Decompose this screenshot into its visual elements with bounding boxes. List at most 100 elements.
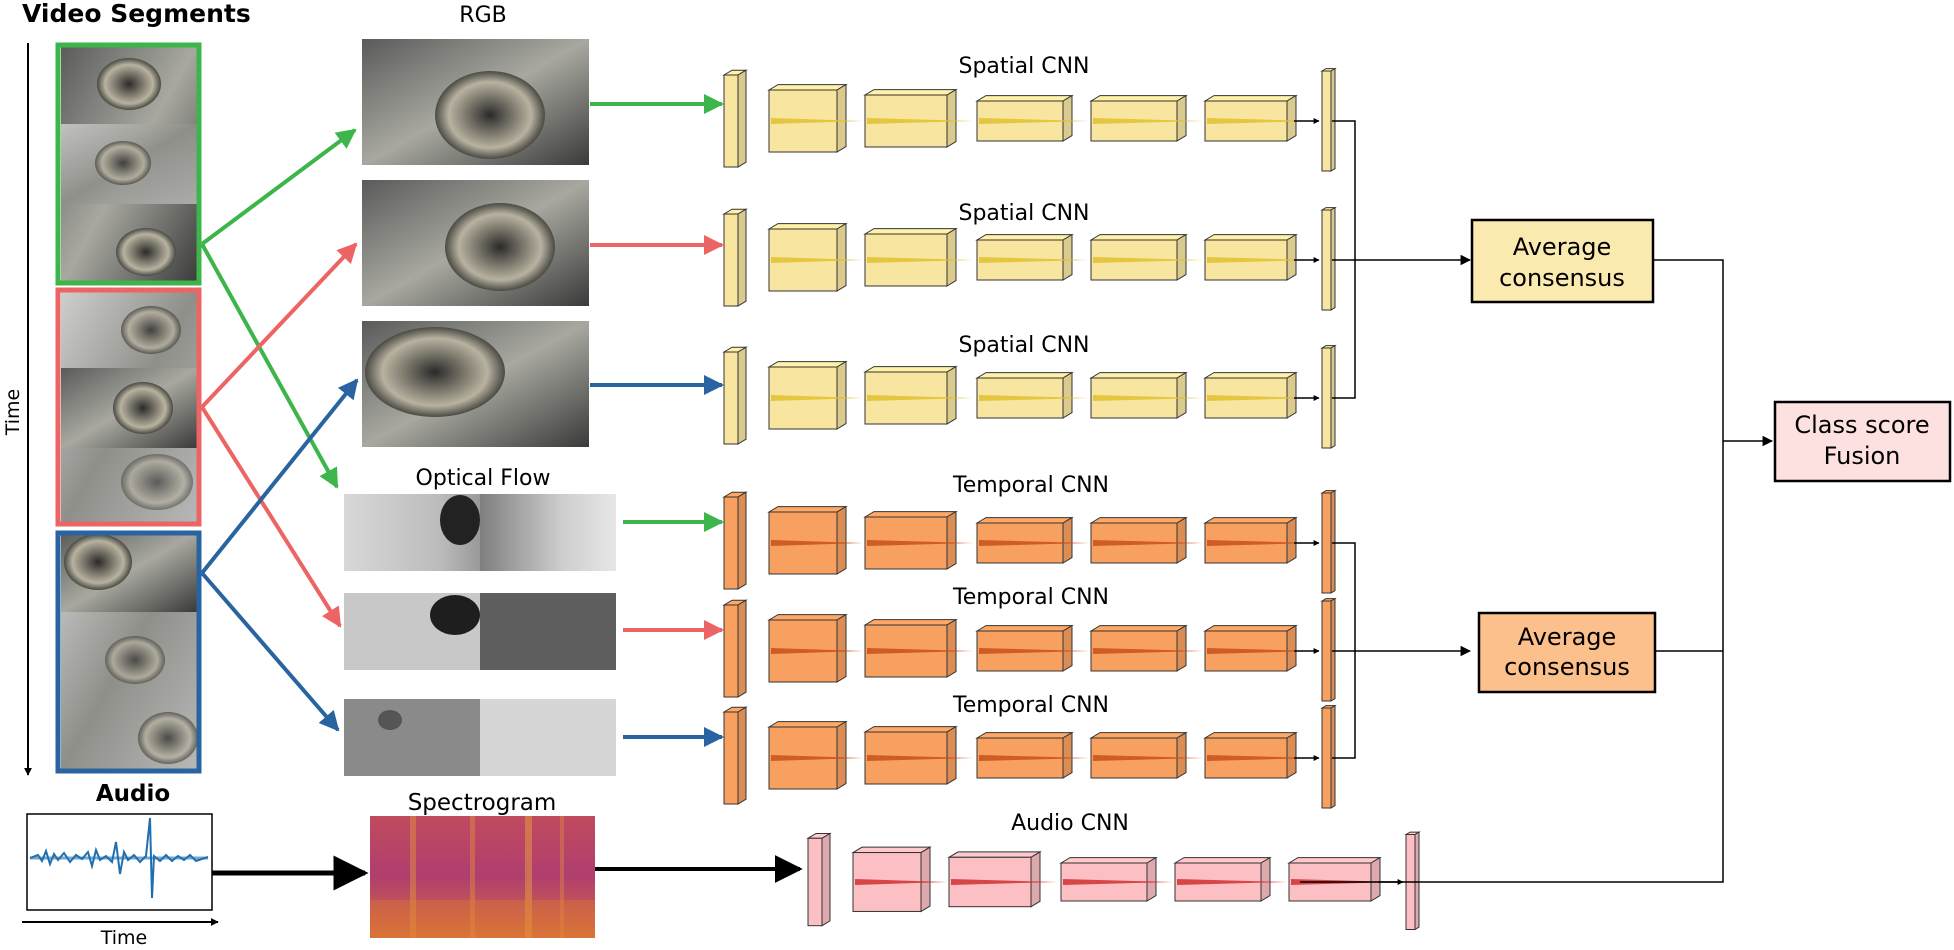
- cnn-fc-slab: [1320, 489, 1337, 594]
- cnn-layer: [1287, 856, 1382, 902]
- segment-arrows: [200, 128, 359, 732]
- temporal-consensus-box: [1477, 611, 1657, 694]
- rgb-label: RGB: [459, 3, 506, 28]
- cnn-layer: [975, 94, 1074, 142]
- segment-box-red: [55, 287, 202, 527]
- cnn-kernel: [1207, 755, 1313, 761]
- temporal-cnn-stack-2: [722, 597, 1337, 702]
- temporal-cnn-label-2: Temporal CNN: [952, 585, 1109, 610]
- cnn-layer: [1203, 624, 1298, 672]
- cnn-kernel: [1207, 395, 1313, 401]
- audio-title: Audio: [96, 781, 170, 807]
- cnn-input-slab: [722, 706, 748, 805]
- optical-flow-frame-2: [344, 593, 616, 670]
- cnn-kernel: [1093, 540, 1203, 546]
- cnn-layer: [767, 720, 848, 790]
- video-segments-title: Video Segments: [22, 0, 251, 28]
- optical-flow-frame-3: [344, 699, 616, 776]
- cnn-input-slab: [722, 69, 748, 168]
- time-axis-horizontal-label: Time: [100, 927, 148, 949]
- cnn-fc-slab: [1320, 704, 1337, 809]
- cnn-kernel: [979, 395, 1089, 401]
- cnn-kernel: [867, 540, 973, 546]
- cnn-layer: [767, 613, 848, 683]
- time-axis-vertical-label: Time: [2, 389, 24, 437]
- cnn-kernel: [951, 879, 1057, 885]
- cnn-kernel: [979, 540, 1089, 546]
- cnn-input-slab: [722, 346, 748, 445]
- cnn-kernel: [1177, 879, 1287, 885]
- cnn-kernel: [1093, 755, 1203, 761]
- cnn-layer: [975, 516, 1074, 564]
- spectrogram-image: [370, 816, 595, 938]
- cnn-layer: [767, 222, 848, 292]
- cnn-kernel: [979, 648, 1089, 654]
- cnn-layer: [975, 233, 1074, 281]
- cnn-layer: [767, 505, 848, 575]
- cnn-kernel: [771, 540, 863, 546]
- cnn-layer: [1059, 856, 1158, 902]
- temporal-cnn-label-1: Temporal CNN: [952, 473, 1109, 498]
- cnn-kernel: [1093, 395, 1203, 401]
- cnn-kernel: [867, 755, 973, 761]
- cnn-fc-slab: [1320, 67, 1337, 172]
- spatial-consensus-connectors: [1332, 120, 1472, 399]
- audio-cnn-label: Audio CNN: [1011, 811, 1129, 836]
- cnn-layer: [947, 851, 1042, 908]
- cnn-layer: [1203, 94, 1298, 142]
- cnn-kernel: [1093, 257, 1203, 263]
- cnn-fc-slab: [1320, 206, 1337, 311]
- temporal-cnn-stack-1: [722, 489, 1337, 594]
- cnn-layer: [1089, 731, 1188, 779]
- cnn-kernel: [979, 118, 1089, 124]
- audio-cnn-stack: [806, 831, 1421, 931]
- cnn-kernel: [771, 257, 863, 263]
- cnn-kernel: [1207, 118, 1313, 124]
- cnn-layer: [767, 360, 848, 430]
- temporal-cnn-label-3: Temporal CNN: [952, 693, 1109, 718]
- segment-box-blue: [55, 530, 202, 774]
- cnn-fc-slab: [1320, 597, 1337, 702]
- cnn-kernel: [771, 118, 863, 124]
- optical-flow-label: Optical Flow: [416, 466, 551, 491]
- cnn-kernel: [867, 395, 973, 401]
- cnn-layer: [863, 88, 958, 148]
- cnn-kernel: [867, 118, 973, 124]
- cnn-layer: [975, 731, 1074, 779]
- cnn-kernel: [1063, 879, 1173, 885]
- fusion-connectors: [1300, 259, 1774, 883]
- cnn-kernel: [1207, 257, 1313, 263]
- segment-box-green: [55, 42, 202, 286]
- cnn-layer: [1203, 516, 1298, 564]
- temporal-consensus-line2: consensus: [1504, 653, 1630, 681]
- cnn-layer: [1203, 233, 1298, 281]
- cnn-kernel: [1207, 648, 1313, 654]
- audio-waveform: [26, 813, 213, 911]
- cnn-layer: [1173, 856, 1272, 902]
- cnn-input-slab: [722, 208, 748, 307]
- cnn-kernel: [1093, 118, 1203, 124]
- cnn-kernel: [855, 879, 947, 885]
- rgb-frame-2: [362, 180, 589, 306]
- spatial-cnn-stack-3: [722, 344, 1337, 449]
- cnn-input-slab: [722, 599, 748, 698]
- cnn-layer: [1203, 371, 1298, 419]
- cnn-input-slab: [806, 832, 832, 927]
- cnn-layer: [975, 624, 1074, 672]
- cnn-kernel: [867, 257, 973, 263]
- cnn-layer: [851, 846, 932, 913]
- cnn-fc-slab: [1320, 344, 1337, 449]
- spatial-cnn-label-3: Spatial CNN: [958, 333, 1089, 358]
- cnn-layer: [1089, 371, 1188, 419]
- cnn-kernel: [1207, 540, 1313, 546]
- cnn-layer: [975, 371, 1074, 419]
- spatial-consensus-box: [1470, 218, 1655, 304]
- rgb-frame-3: [362, 321, 589, 447]
- cnn-layer: [1089, 516, 1188, 564]
- spatial-cnn-stack-2: [722, 206, 1337, 311]
- spectrogram-label: Spectrogram: [408, 790, 557, 816]
- cnn-layer: [767, 83, 848, 153]
- temporal-consensus-line1: Average: [1518, 623, 1617, 651]
- cnn-kernel: [867, 648, 973, 654]
